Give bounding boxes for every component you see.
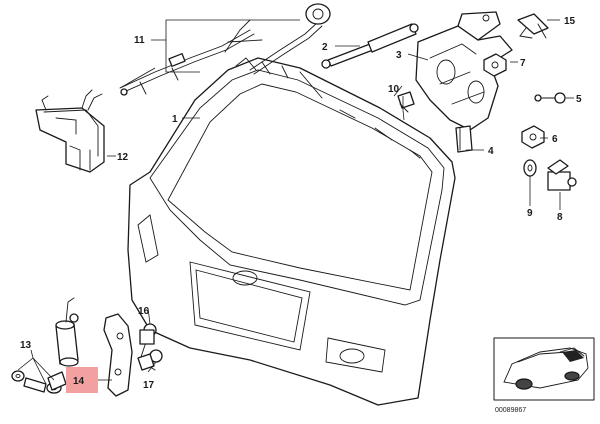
shim-part[interactable] xyxy=(455,125,473,153)
callout-labels: 11 2 1 3 15 7 10 5 6 4 9 8 12 13 16 17 1… xyxy=(20,16,582,391)
diagram-code: 00089867 xyxy=(495,407,526,414)
callout-16[interactable]: 16 xyxy=(138,306,150,317)
washer-9-part[interactable] xyxy=(523,159,537,177)
lock-rod-assembly-part[interactable] xyxy=(119,3,331,96)
callout-9[interactable]: 9 xyxy=(527,208,533,219)
spring-clip-part[interactable] xyxy=(517,13,549,39)
bolt-set-13-part[interactable] xyxy=(11,370,67,394)
damper-part[interactable] xyxy=(55,297,79,367)
callout-17[interactable]: 17 xyxy=(143,380,155,391)
callout-2[interactable]: 2 xyxy=(322,42,328,53)
callout-14[interactable]: 14 xyxy=(73,376,85,387)
callout-15[interactable]: 15 xyxy=(564,16,576,27)
leader-lines xyxy=(17,19,574,385)
hinge-part[interactable] xyxy=(415,11,513,131)
part-14-highlight xyxy=(66,367,98,393)
hinge-bolt-part[interactable] xyxy=(534,92,566,104)
callout-11[interactable]: 11 xyxy=(134,35,145,46)
callout-1[interactable]: 1 xyxy=(172,114,178,125)
callout-3[interactable]: 3 xyxy=(396,50,402,61)
tailgate-part[interactable] xyxy=(127,57,456,406)
bracket-nut-part[interactable] xyxy=(483,53,507,77)
bolt-16-part[interactable] xyxy=(139,323,157,345)
callout-10[interactable]: 10 xyxy=(388,84,400,95)
callout-4[interactable]: 4 xyxy=(488,146,494,157)
bracket-part[interactable] xyxy=(103,313,133,397)
hinge-nut-part[interactable] xyxy=(521,125,545,149)
callout-12[interactable]: 12 xyxy=(117,152,129,163)
callout-5[interactable]: 5 xyxy=(576,94,582,105)
callout-6[interactable]: 6 xyxy=(552,134,558,145)
callout-13[interactable]: 13 xyxy=(20,340,32,351)
lock-part[interactable] xyxy=(35,89,105,173)
clip-10-part[interactable] xyxy=(397,91,415,113)
bolt-17-part[interactable] xyxy=(137,349,163,371)
bolt-8-part[interactable] xyxy=(547,159,577,191)
callout-8[interactable]: 8 xyxy=(557,212,563,223)
callout-7[interactable]: 7 xyxy=(520,58,526,69)
vehicle-thumbnail: 00089867 xyxy=(493,337,595,414)
gas-strut-part[interactable] xyxy=(321,23,419,69)
